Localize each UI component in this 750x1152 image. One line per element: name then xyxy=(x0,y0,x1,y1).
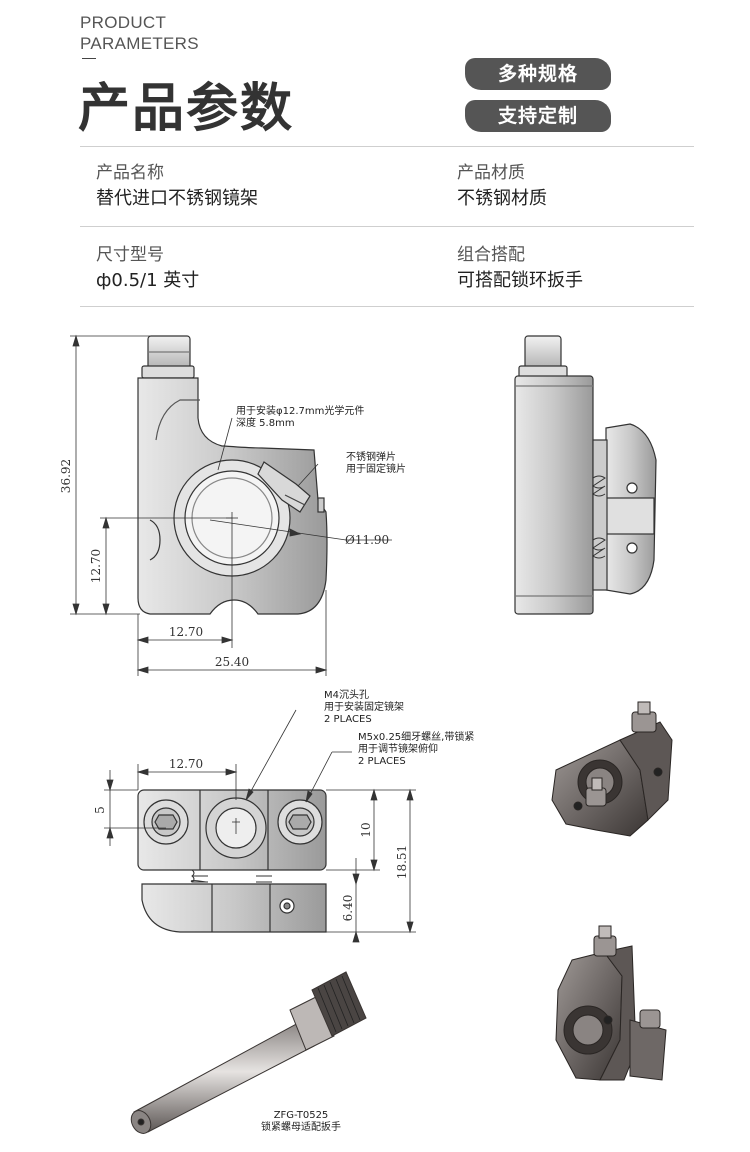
dim-center-offset: 12.70 xyxy=(169,625,203,639)
note-optic-mount: 用于安装φ12.7mm光学元件 深度 5.8mm xyxy=(236,406,364,430)
param-value: 不锈钢材质 xyxy=(457,188,547,209)
wrench-caption: ZFG-T0525 锁紧螺母适配扳手 xyxy=(246,1110,356,1134)
divider xyxy=(80,146,694,147)
param-label: 产品材质 xyxy=(457,163,525,183)
note-line: 用于安装固定镜架 xyxy=(324,702,404,713)
render-mount-1 xyxy=(551,701,673,837)
note-line: 不锈钢弹片 xyxy=(346,452,396,463)
dim-width: 25.40 xyxy=(215,655,249,669)
render-mount-2 xyxy=(555,925,667,1081)
title-dash xyxy=(82,58,96,59)
dim-height: 36.92 xyxy=(59,459,73,493)
note-line: M4沉头孔 xyxy=(324,690,369,701)
note-line: M5x0.25细牙螺丝,带锁紧 xyxy=(358,732,475,743)
note-line: 用于安装φ12.7mm光学元件 xyxy=(236,406,365,417)
param-value: ф0.5/1 英寸 xyxy=(96,270,200,291)
note-line: 用于调节镜架俯仰 xyxy=(358,744,438,755)
note-line: 2 PLACES xyxy=(324,714,372,725)
note-line: 2 PLACES xyxy=(358,756,406,767)
param-label: 产品名称 xyxy=(96,163,164,183)
badge-multi-spec: 多种规格 xyxy=(465,58,611,90)
english-title-line2: PARAMETERS xyxy=(80,34,199,53)
dim-top-width: 12.70 xyxy=(169,757,203,771)
note-m4-hole: M4沉头孔 用于安装固定镜架 2 PLACES xyxy=(324,690,404,726)
dim-mid-height: 10 xyxy=(359,822,373,837)
param-material: 产品材质 不锈钢材质 xyxy=(457,162,547,211)
note-m5-screw: M5x0.25细牙螺丝,带锁紧 用于调节镜架俯仰 2 PLACES xyxy=(358,732,474,768)
param-product-name: 产品名称 替代进口不锈钢镜架 xyxy=(96,162,258,211)
badge-customization: 支持定制 xyxy=(465,100,611,132)
bottom-dimensions xyxy=(104,709,416,943)
param-value: 替代进口不锈钢镜架 xyxy=(96,188,258,209)
param-label: 组合搭配 xyxy=(457,245,525,265)
wrench-model: ZFG-T0525 xyxy=(273,1110,329,1121)
front-view xyxy=(137,335,328,615)
front-dimensions xyxy=(70,334,392,676)
note-line: 深度 5.8mm xyxy=(236,418,295,429)
dim-total-height: 18.51 xyxy=(395,845,409,879)
dim-center-height: 12.70 xyxy=(89,549,103,583)
dim-diameter: Ø11.90 xyxy=(345,533,389,547)
param-size: 尺寸型号 ф0.5/1 英寸 xyxy=(96,244,199,293)
bottom-springs xyxy=(190,869,272,883)
page-title: 产品参数 xyxy=(78,79,295,139)
param-combination: 组合搭配 可搭配锁环扳手 xyxy=(457,244,583,293)
english-title-line1: PRODUCT xyxy=(80,13,167,32)
english-title: PRODUCT PARAMETERS xyxy=(80,12,199,54)
divider xyxy=(80,226,694,227)
side-springs xyxy=(592,475,606,559)
bottom-view xyxy=(137,789,327,933)
side-view xyxy=(514,335,657,615)
divider xyxy=(80,306,694,307)
wrench-tool xyxy=(130,971,367,1134)
wrench-desc: 锁紧螺母适配扳手 xyxy=(261,1122,341,1133)
param-label: 尺寸型号 xyxy=(96,245,164,265)
note-spring-clip: 不锈钢弹片 用于固定镜片 xyxy=(346,452,406,476)
dim-left-offset: 5 xyxy=(93,806,107,814)
note-line: 用于固定镜片 xyxy=(346,464,406,475)
param-value: 可搭配锁环扳手 xyxy=(457,270,583,291)
dim-base-height: 6.40 xyxy=(341,895,355,922)
